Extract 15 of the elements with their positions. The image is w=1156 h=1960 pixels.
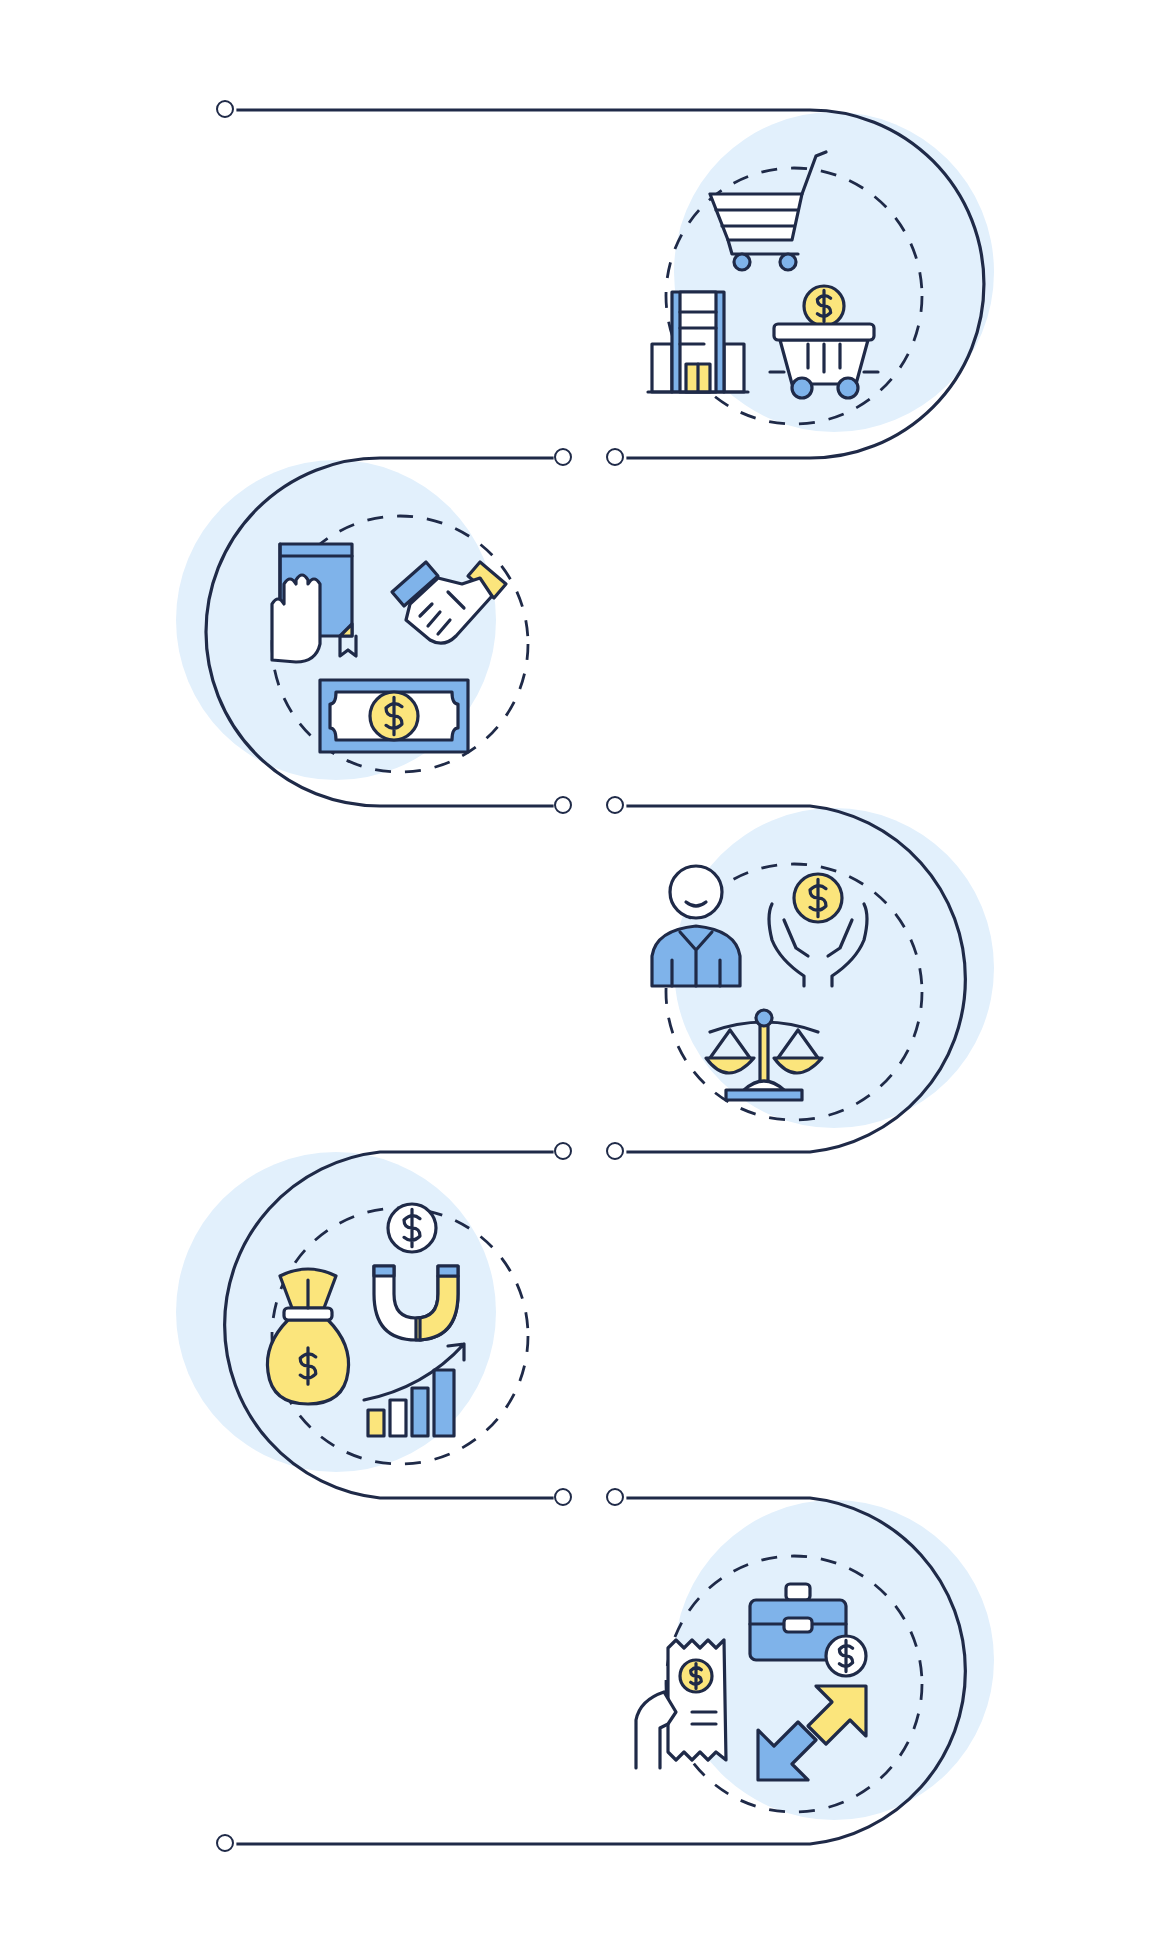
- connector-dot: [605, 795, 624, 814]
- connector-dot: [605, 1141, 624, 1160]
- connector-line: [204, 456, 554, 808]
- connector-dot: [215, 99, 234, 118]
- connector-dot: [215, 1833, 234, 1852]
- connector-dot: [605, 1487, 624, 1506]
- connector-dot: [553, 447, 572, 466]
- connector-dot: [553, 795, 572, 814]
- connector-line: [626, 804, 967, 1154]
- connector-dot: [553, 1141, 572, 1160]
- connector-line: [236, 1496, 967, 1846]
- connector-dot: [553, 1487, 572, 1506]
- connector-line: [223, 1150, 554, 1500]
- connector-dot: [605, 447, 624, 466]
- connector-line: [236, 108, 986, 460]
